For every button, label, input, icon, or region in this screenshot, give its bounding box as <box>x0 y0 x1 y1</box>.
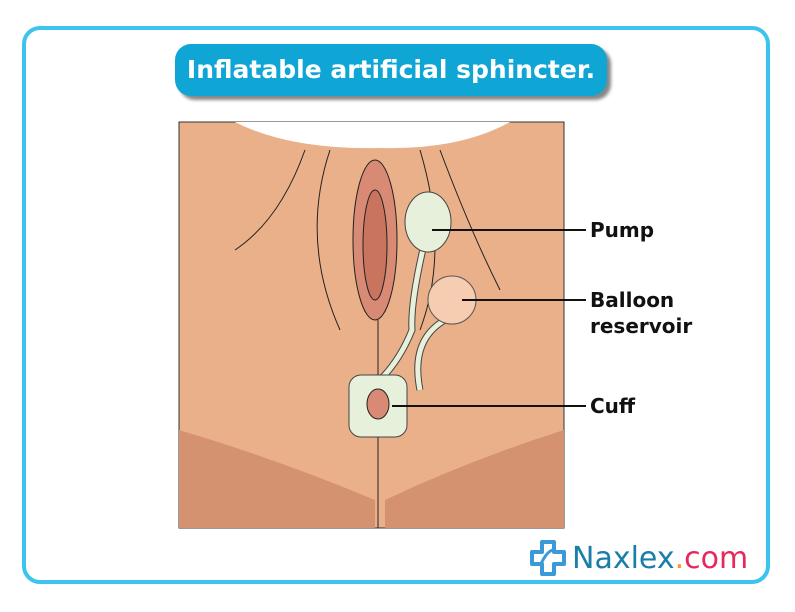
label-cuff: Cuff <box>590 394 636 418</box>
frame-border <box>22 26 770 584</box>
logo-name: Naxlex <box>572 540 675 576</box>
label-pump: Pump <box>590 218 655 242</box>
page-title: Inflatable artificial sphincter. <box>175 44 607 96</box>
pump-shape <box>404 191 452 253</box>
logo-tld: com <box>684 540 749 576</box>
logo-dot: . <box>674 540 685 576</box>
logo-icon <box>530 540 566 576</box>
label-reservoir: reservoir <box>590 314 693 338</box>
naxlex-logo: Naxlex.com <box>528 538 748 578</box>
label-balloon: Balloon <box>590 288 675 312</box>
